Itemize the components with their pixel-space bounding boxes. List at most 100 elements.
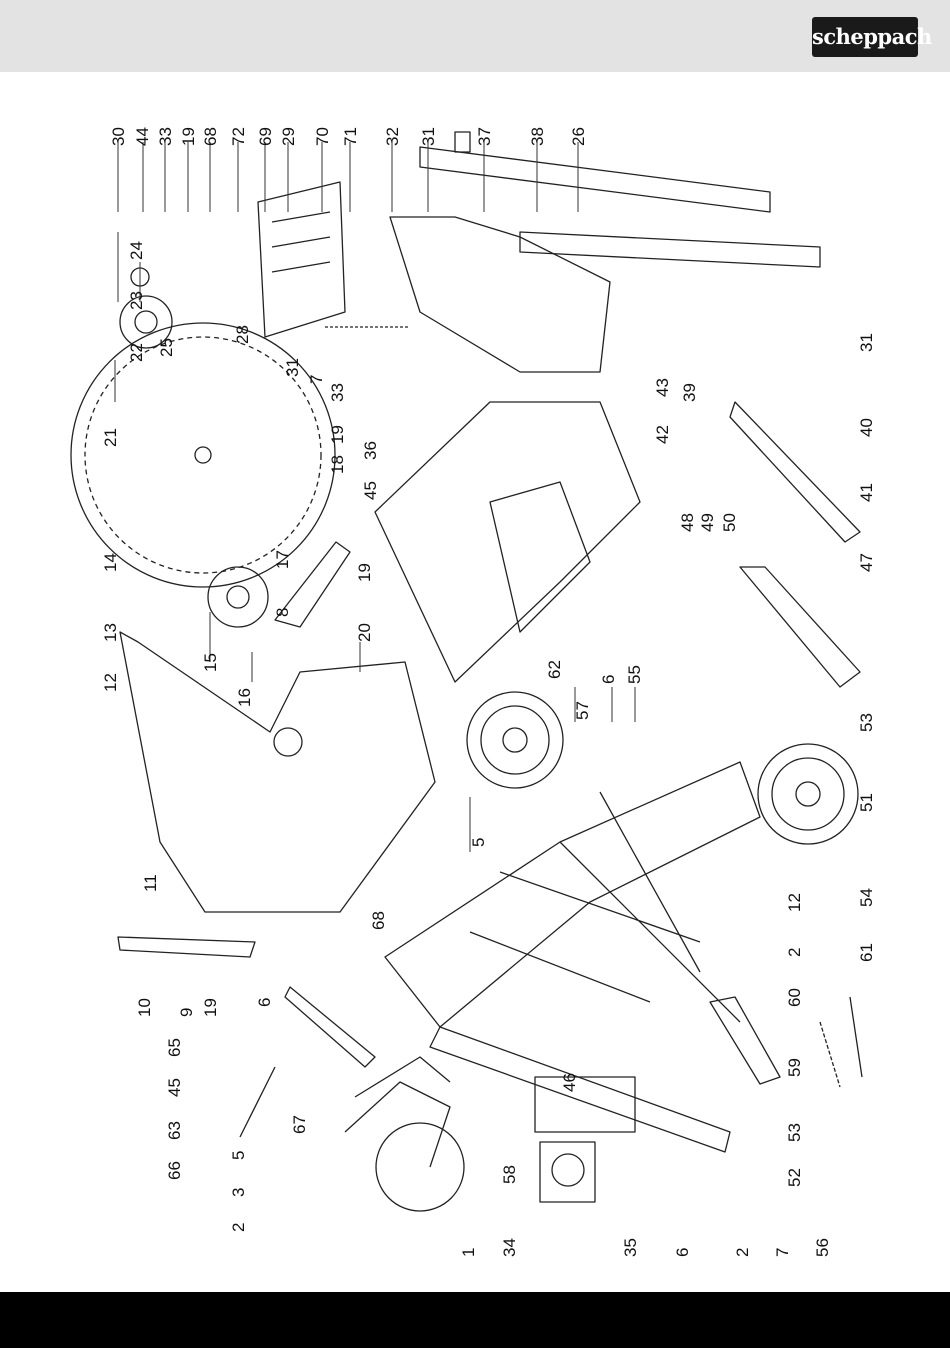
label-43: 43 xyxy=(653,378,672,397)
spring-59-drawing xyxy=(820,1022,840,1087)
label-5: 5 xyxy=(229,1151,248,1160)
label-66: 66 xyxy=(165,1161,184,1180)
wheel-left-drawing xyxy=(467,692,563,788)
label-14: 14 xyxy=(101,553,120,572)
label-53: 53 xyxy=(857,713,876,732)
frame-upper-drawing xyxy=(385,762,760,1027)
bar-40-drawing xyxy=(730,402,860,542)
exploded-parts-diagram: 30 44 33 19 68 72 69 29 70 71 32 31 37 3… xyxy=(0,72,950,1292)
frame-leg-drawing xyxy=(430,1027,730,1152)
label-56: 56 xyxy=(813,1238,832,1257)
support-rail-top xyxy=(420,147,770,212)
label-59: 59 xyxy=(785,1058,804,1077)
label-55: 55 xyxy=(625,665,644,684)
label-6c: 6 xyxy=(673,1248,692,1257)
label-63: 63 xyxy=(165,1121,184,1140)
label-15: 15 xyxy=(201,653,220,672)
label-13: 13 xyxy=(101,623,120,642)
bracket-67-drawing xyxy=(285,987,375,1067)
label-60: 60 xyxy=(785,988,804,1007)
label-57: 57 xyxy=(573,701,592,720)
part-labels: 30 44 33 19 68 72 69 29 70 71 32 31 37 3… xyxy=(101,127,876,1257)
switch-box-drawing xyxy=(540,1142,595,1202)
label-72: 72 xyxy=(229,127,248,146)
label-70: 70 xyxy=(313,127,332,146)
label-33: 33 xyxy=(156,127,175,146)
label-36: 36 xyxy=(361,441,380,460)
wheel-right-drawing xyxy=(758,744,858,844)
label-61: 61 xyxy=(857,943,876,962)
label-7: 7 xyxy=(307,375,326,384)
label-2: 2 xyxy=(229,1223,248,1232)
brand-logo: scheppach xyxy=(812,17,918,57)
label-8: 8 xyxy=(273,608,292,617)
label-49: 49 xyxy=(698,513,717,532)
label-51: 51 xyxy=(857,793,876,812)
label-65: 65 xyxy=(165,1038,184,1057)
handle-47-drawing xyxy=(740,567,860,687)
rod-66-drawing xyxy=(240,1067,275,1137)
label-31: 31 xyxy=(419,127,438,146)
label-32: 32 xyxy=(383,127,402,146)
label-39: 39 xyxy=(680,383,699,402)
label-2c: 2 xyxy=(785,948,804,957)
label-21: 21 xyxy=(101,428,120,447)
label-12: 12 xyxy=(101,673,120,692)
label-1: 1 xyxy=(459,1248,478,1257)
label-50: 50 xyxy=(720,513,739,532)
label-71: 71 xyxy=(341,127,360,146)
label-48: 48 xyxy=(678,513,697,532)
label-45b: 45 xyxy=(165,1078,184,1097)
strut-10-drawing xyxy=(118,937,255,957)
label-31c: 31 xyxy=(857,333,876,352)
label-18: 18 xyxy=(328,455,347,474)
label-22: 22 xyxy=(127,343,146,362)
label-45: 45 xyxy=(361,481,380,500)
label-6: 6 xyxy=(255,998,274,1007)
label-33b: 33 xyxy=(328,383,347,402)
flange-14-drawing xyxy=(208,567,268,627)
label-24: 24 xyxy=(127,241,146,260)
label-37: 37 xyxy=(475,127,494,146)
label-19d: 19 xyxy=(201,998,220,1017)
label-2b: 2 xyxy=(733,1248,752,1257)
label-3: 3 xyxy=(229,1188,248,1197)
diagram-canvas: 30 44 33 19 68 72 69 29 70 71 32 31 37 3… xyxy=(0,72,950,1292)
page-header: scheppach xyxy=(0,0,950,72)
label-17: 17 xyxy=(273,550,292,569)
label-38: 38 xyxy=(528,127,547,146)
label-29: 29 xyxy=(279,127,298,146)
label-53b: 53 xyxy=(785,1123,804,1142)
chip-hood-drawing xyxy=(375,402,640,682)
label-46: 46 xyxy=(560,1073,579,1092)
label-28: 28 xyxy=(233,325,252,344)
label-40: 40 xyxy=(857,418,876,437)
label-52: 52 xyxy=(785,1168,804,1187)
label-35: 35 xyxy=(621,1238,640,1257)
label-68: 68 xyxy=(201,127,220,146)
label-30: 30 xyxy=(109,127,128,146)
label-54: 54 xyxy=(857,888,876,907)
label-26: 26 xyxy=(569,127,588,146)
motor-drawing xyxy=(345,1057,464,1211)
label-69: 69 xyxy=(256,127,275,146)
blade-guard-drawing xyxy=(258,182,345,337)
label-34: 34 xyxy=(500,1238,519,1257)
label-5b: 5 xyxy=(469,838,488,847)
label-41: 41 xyxy=(857,483,876,502)
support-rail-bottom xyxy=(520,232,820,267)
label-67: 67 xyxy=(290,1115,309,1134)
table-top-drawing xyxy=(120,632,435,912)
label-16: 16 xyxy=(235,688,254,707)
label-44: 44 xyxy=(133,127,152,146)
label-7b: 7 xyxy=(773,1248,792,1257)
label-10: 10 xyxy=(135,998,154,1017)
page-footer xyxy=(0,1292,950,1348)
guard-support-drawing xyxy=(390,217,610,372)
label-47: 47 xyxy=(857,553,876,572)
pin-60-drawing xyxy=(850,997,862,1077)
label-23: 23 xyxy=(127,291,146,310)
strap-7-drawing xyxy=(710,997,780,1084)
label-11: 11 xyxy=(141,874,160,892)
label-9: 9 xyxy=(177,1008,196,1017)
